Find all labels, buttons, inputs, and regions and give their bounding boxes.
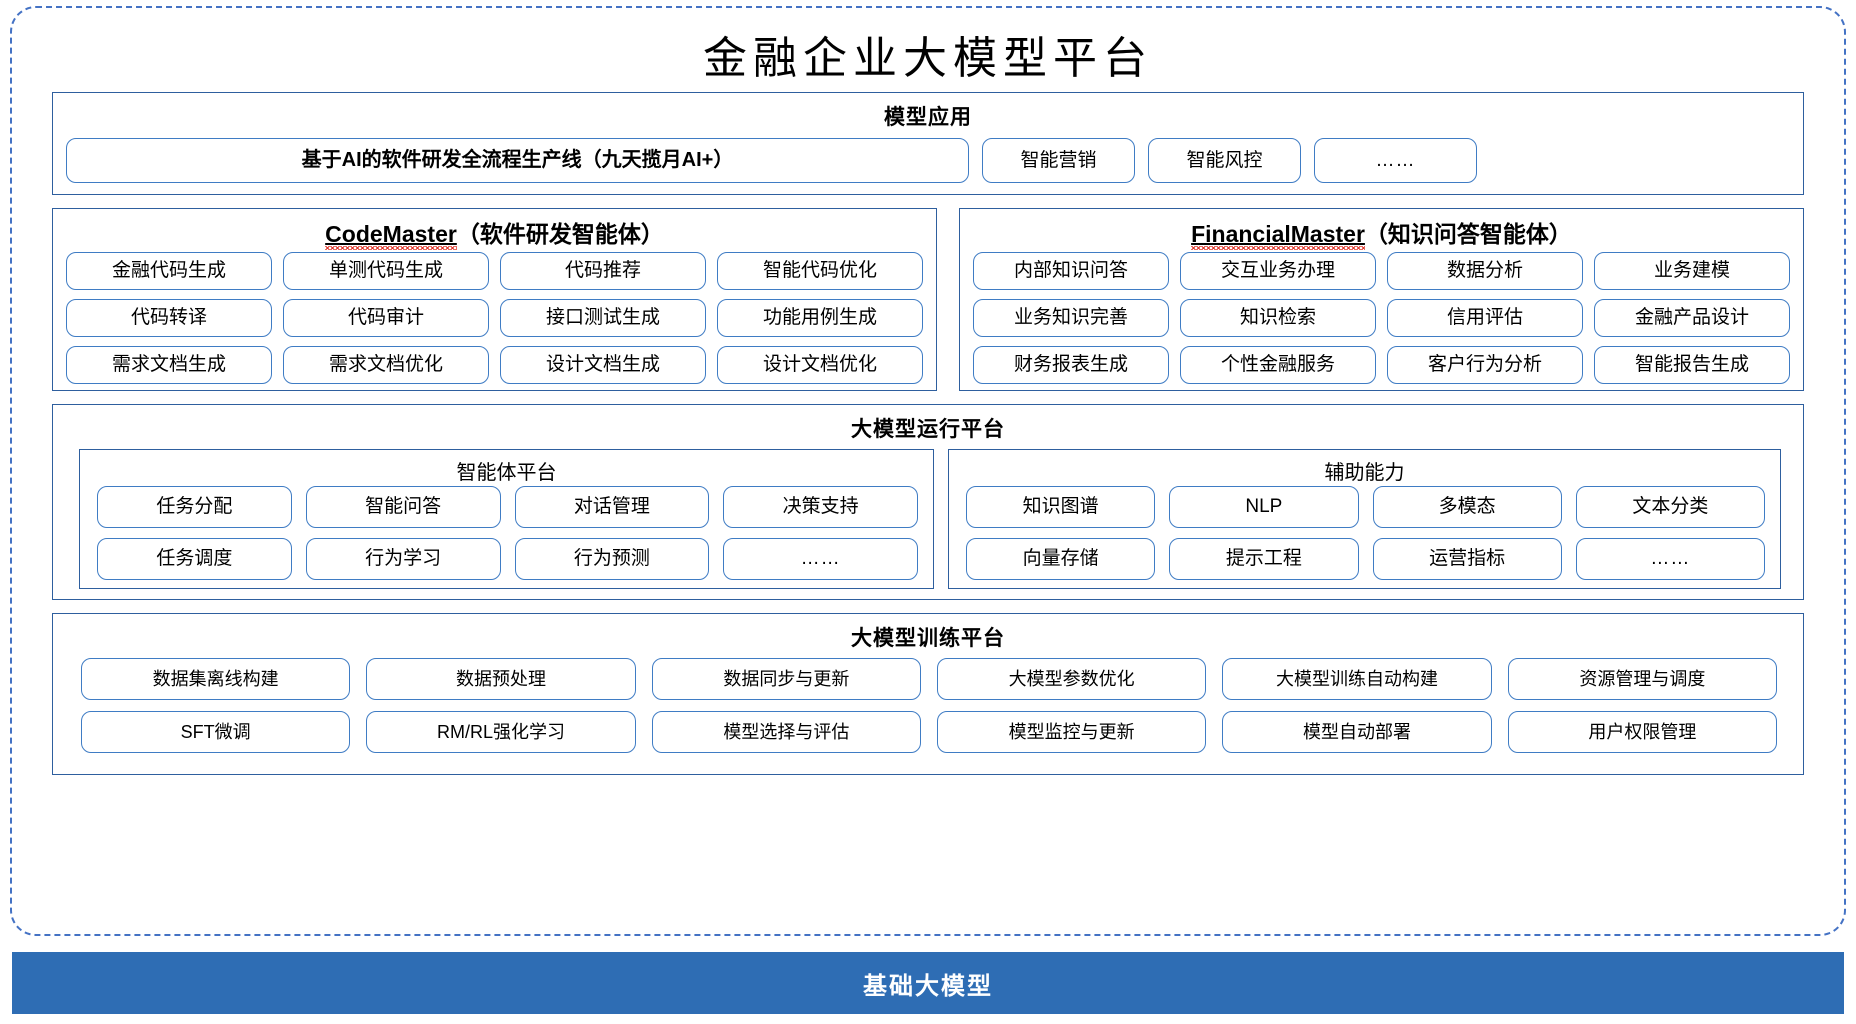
section-financialmaster: FinancialMaster（知识问答智能体） 内部知识问答 交互业务办理 数… (959, 208, 1804, 391)
section-title-codemaster: CodeMaster（软件研发智能体） (53, 215, 936, 250)
auxiliary-chip[interactable]: 多模态 (1372, 486, 1562, 528)
codemaster-chip[interactable]: 功能用例生成 (717, 299, 923, 337)
codemaster-name-label: CodeMaster (325, 221, 457, 250)
auxiliary-chip[interactable]: 知识图谱 (966, 486, 1156, 528)
training-chip[interactable]: RM/RL强化学习 (366, 711, 636, 753)
training-chip[interactable]: 用户权限管理 (1507, 711, 1777, 753)
training-chip[interactable]: 模型监控与更新 (937, 711, 1207, 753)
app-primary-chip[interactable]: 基于AI的软件研发全流程生产线（九天揽月AI+） (66, 138, 969, 183)
financialmaster-chip[interactable]: 业务建模 (1594, 252, 1790, 290)
auxiliary-chip[interactable]: NLP (1169, 486, 1359, 528)
app-chip-marketing[interactable]: 智能营销 (982, 138, 1135, 183)
subsection-agent-platform: 智能体平台 任务分配 智能问答 对话管理 决策支持 任务调度 行为学习 行为预测… (79, 449, 934, 589)
section-title-training-platform: 大模型训练平台 (851, 627, 1005, 650)
codemaster-chip[interactable]: 金融代码生成 (66, 252, 272, 290)
base-model-bar: 基础大模型 (12, 952, 1844, 1014)
auxiliary-chip[interactable]: 提示工程 (1169, 538, 1359, 580)
financialmaster-chip[interactable]: 客户行为分析 (1387, 346, 1583, 384)
codemaster-chip[interactable]: 智能代码优化 (717, 252, 923, 290)
app-chip-risk-control[interactable]: 智能风控 (1148, 138, 1301, 183)
financialmaster-subtitle-label: （知识问答智能体） (1364, 221, 1572, 247)
agent-platform-chip[interactable]: 任务分配 (97, 486, 292, 528)
financialmaster-chip[interactable]: 数据分析 (1387, 252, 1583, 290)
training-chip[interactable]: SFT微调 (81, 711, 351, 753)
agent-platform-capability-grid: 任务分配 智能问答 对话管理 决策支持 任务调度 行为学习 行为预测 …… (97, 486, 918, 580)
financialmaster-chip[interactable]: 内部知识问答 (973, 252, 1169, 290)
base-model-label: 基础大模型 (863, 972, 993, 1000)
training-chip[interactable]: 模型选择与评估 (651, 711, 921, 753)
auxiliary-chip[interactable]: 向量存储 (966, 538, 1156, 580)
model-application-item-row: 基于AI的软件研发全流程生产线（九天揽月AI+） 智能营销 智能风控 …… (66, 138, 1792, 183)
financialmaster-chip[interactable]: 个性金融服务 (1180, 346, 1376, 384)
financialmaster-chip[interactable]: 财务报表生成 (973, 346, 1169, 384)
financialmaster-chip[interactable]: 业务知识完善 (973, 299, 1169, 337)
agent-platform-chip[interactable]: 行为学习 (305, 538, 501, 580)
agent-platform-chip[interactable]: 决策支持 (723, 486, 918, 528)
financialmaster-chip[interactable]: 智能报告生成 (1594, 346, 1790, 384)
codemaster-chip[interactable]: 接口测试生成 (500, 299, 706, 337)
codemaster-chip[interactable]: 需求文档优化 (283, 346, 489, 384)
section-title-financialmaster: FinancialMaster（知识问答智能体） (960, 215, 1803, 250)
financialmaster-chip[interactable]: 知识检索 (1180, 299, 1376, 337)
section-training-platform: 大模型训练平台 数据集离线构建 数据预处理 数据同步与更新 大模型参数优化 大模… (52, 613, 1804, 775)
codemaster-chip[interactable]: 设计文档优化 (717, 346, 923, 384)
subsection-auxiliary-capability: 辅助能力 知识图谱 NLP 多模态 文本分类 向量存储 提示工程 运营指标 …… (948, 449, 1781, 589)
auxiliary-capability-grid: 知识图谱 NLP 多模态 文本分类 向量存储 提示工程 运营指标 …… (966, 486, 1765, 580)
page-title: 金融企业大模型平台 (703, 34, 1153, 83)
codemaster-chip[interactable]: 代码推荐 (500, 252, 706, 290)
codemaster-chip[interactable]: 需求文档生成 (66, 346, 272, 384)
diagram-outer-frame (10, 6, 1846, 936)
training-platform-capability-grid: 数据集离线构建 数据预处理 数据同步与更新 大模型参数优化 大模型训练自动构建 … (81, 658, 1777, 753)
codemaster-capability-grid: 金融代码生成 单测代码生成 代码推荐 智能代码优化 代码转译 代码审计 接口测试… (66, 252, 923, 384)
auxiliary-chip-ellipsis[interactable]: …… (1575, 538, 1765, 580)
auxiliary-chip[interactable]: 运营指标 (1372, 538, 1562, 580)
section-runtime-platform: 大模型运行平台 智能体平台 任务分配 智能问答 对话管理 决策支持 任务调度 行… (52, 404, 1804, 600)
codemaster-chip[interactable]: 单测代码生成 (283, 252, 489, 290)
agent-platform-chip[interactable]: 对话管理 (514, 486, 710, 528)
agent-platform-chip[interactable]: 智能问答 (305, 486, 501, 528)
auxiliary-chip[interactable]: 文本分类 (1575, 486, 1765, 528)
training-chip[interactable]: 模型自动部署 (1222, 711, 1492, 753)
section-title-runtime-platform: 大模型运行平台 (851, 418, 1005, 441)
codemaster-chip[interactable]: 代码审计 (283, 299, 489, 337)
subsection-title-auxiliary-capability: 辅助能力 (1324, 462, 1405, 484)
app-chip-ellipsis[interactable]: …… (1314, 138, 1477, 183)
financialmaster-chip[interactable]: 信用评估 (1387, 299, 1583, 337)
section-model-application: 模型应用 基于AI的软件研发全流程生产线（九天揽月AI+） 智能营销 智能风控 … (52, 92, 1804, 195)
subsection-title-agent-platform: 智能体平台 (456, 462, 557, 484)
training-chip[interactable]: 数据预处理 (366, 658, 636, 700)
section-title-model-application: 模型应用 (884, 106, 972, 129)
financialmaster-name-label: FinancialMaster (1191, 221, 1365, 250)
agent-platform-chip-ellipsis[interactable]: …… (723, 538, 918, 580)
training-chip[interactable]: 资源管理与调度 (1507, 658, 1777, 700)
section-codemaster: CodeMaster（软件研发智能体） 金融代码生成 单测代码生成 代码推荐 智… (52, 208, 937, 391)
codemaster-chip[interactable]: 设计文档生成 (500, 346, 706, 384)
codemaster-subtitle-label: （软件研发智能体） (456, 221, 664, 247)
training-chip[interactable]: 数据集离线构建 (81, 658, 351, 700)
financialmaster-chip[interactable]: 交互业务办理 (1180, 252, 1376, 290)
financialmaster-chip[interactable]: 金融产品设计 (1594, 299, 1790, 337)
agent-platform-chip[interactable]: 行为预测 (514, 538, 710, 580)
financialmaster-capability-grid: 内部知识问答 交互业务办理 数据分析 业务建模 业务知识完善 知识检索 信用评估… (973, 252, 1790, 384)
agent-platform-chip[interactable]: 任务调度 (97, 538, 292, 580)
training-chip[interactable]: 大模型训练自动构建 (1222, 658, 1492, 700)
codemaster-chip[interactable]: 代码转译 (66, 299, 272, 337)
training-chip[interactable]: 大模型参数优化 (937, 658, 1207, 700)
training-chip[interactable]: 数据同步与更新 (651, 658, 921, 700)
